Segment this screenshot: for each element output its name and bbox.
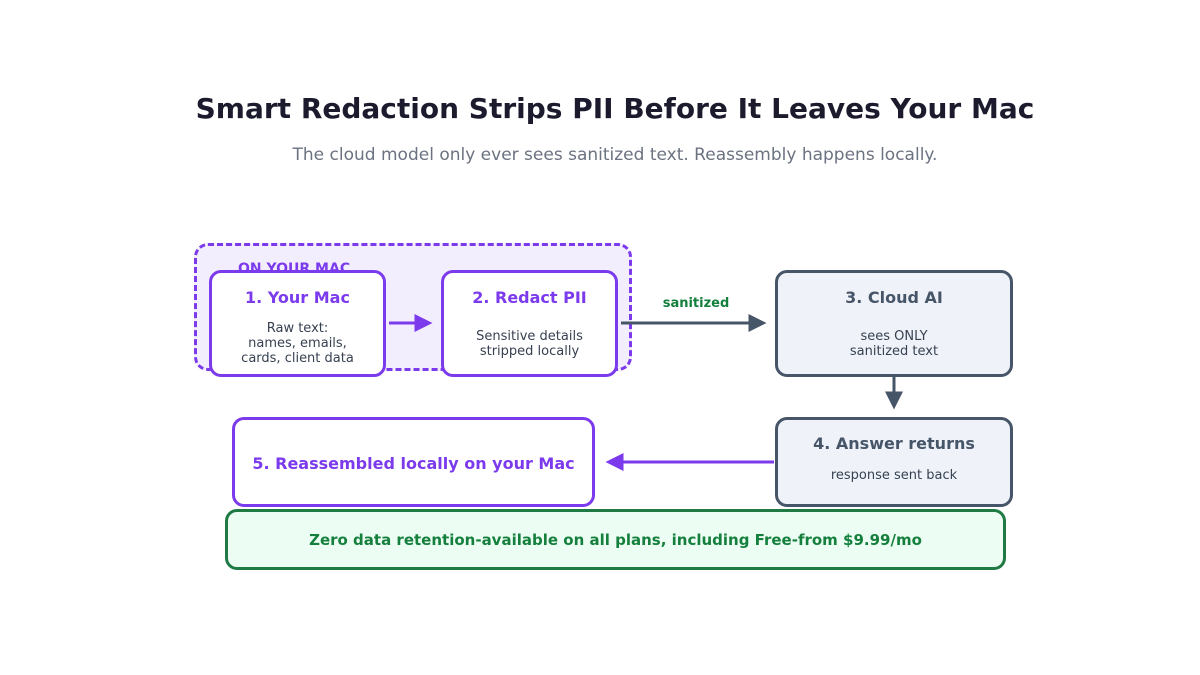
step-title: 1. Your Mac [245,288,350,307]
step-redact-pii: 2. Redact PII Sensitive details stripped… [441,270,618,377]
step-description-line: sanitized text [849,344,939,359]
sanitized-edge-label: sanitized [662,296,730,311]
step-description-line: Raw text: [266,321,329,336]
step-reassembled-locally: 5. Reassembled locally on your Mac [232,417,595,507]
footer-item: available on all plans, including Free [481,530,792,549]
step-your-mac: 1. Your Mac Raw text: names, emails, car… [209,270,386,377]
step-description-line: stripped locally [479,344,580,359]
diagram-subtitle: The cloud model only ever sees sanitized… [292,145,938,165]
step-description: Raw text: names, emails, cards, client d… [212,321,383,366]
step-cloud-ai: 3. Cloud AI sees ONLY sanitized text [775,270,1013,377]
step-answer-returns: 4. Answer returns response sent back [775,417,1013,507]
footer-separator: - [475,530,482,549]
step-title: 5. Reassembled locally on your Mac [252,454,575,473]
step-description-line: cards, client data [241,351,354,366]
step-description-line: sees ONLY [860,329,928,344]
footer-item: from $9.99/mo [797,530,922,549]
step-description-line: names, emails, [248,336,347,351]
footer-separator: - [791,530,798,549]
step-description-line: response sent back [830,468,958,483]
diagram-title: Smart Redaction Strips PII Before It Lea… [195,92,1035,125]
step-description-line: Sensitive details [476,329,583,344]
step-title: 4. Answer returns [813,434,975,453]
pricing-footer-banner: Zero data retention - available on all p… [225,509,1006,570]
step-description: sees ONLY sanitized text [778,329,1010,359]
step-description: response sent back [778,468,1010,483]
footer-item: Zero data retention [309,530,476,549]
step-description: Sensitive details stripped locally [444,329,615,359]
step-title: 3. Cloud AI [845,288,943,307]
step-title: 2. Redact PII [472,288,587,307]
